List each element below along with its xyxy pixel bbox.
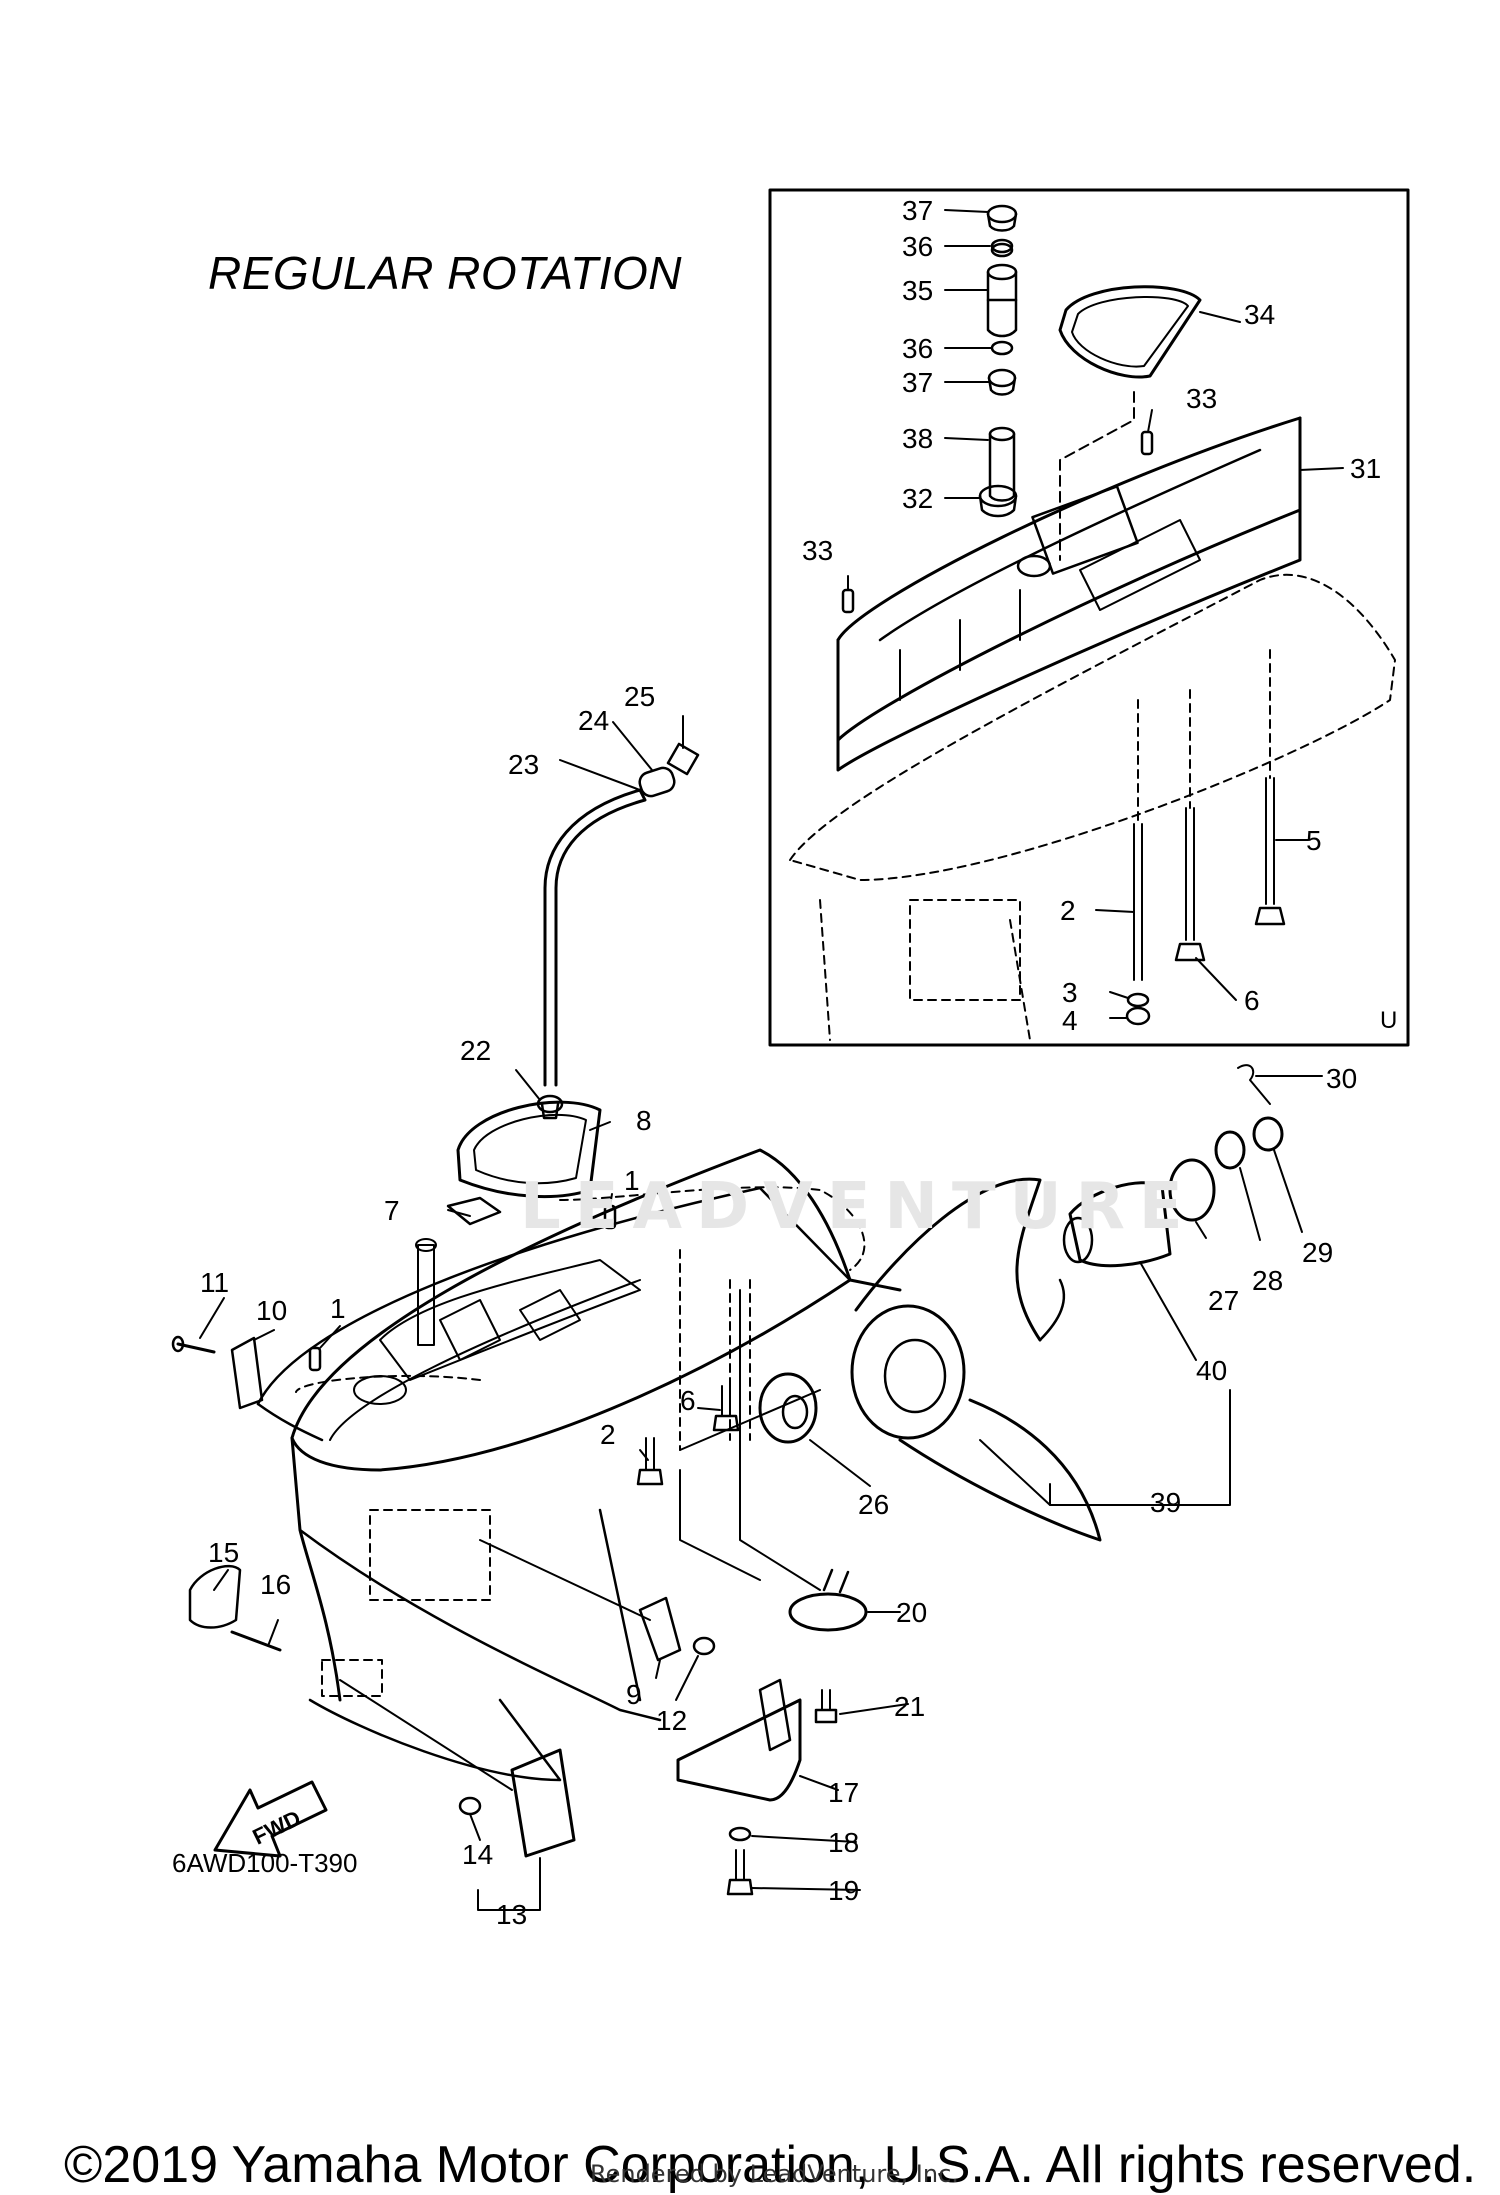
- callout-16: 16: [260, 1569, 291, 1600]
- copyright-notice: ©2019 Yamaha Motor Corporation, U.S.A. A…: [64, 2136, 1477, 2194]
- inset-frame: [768, 188, 1410, 1047]
- callout-11: 11: [200, 1267, 229, 1298]
- callout-12: 12: [656, 1705, 687, 1736]
- callout-labels: 37 36 35 36 37 38 32 33 33 34 31 5 2 6 3…: [200, 195, 1397, 1930]
- fwd-label: FWD: [249, 1805, 305, 1849]
- callout-20: 20: [896, 1597, 927, 1628]
- callout-inset-mark: U: [1380, 1007, 1397, 1034]
- part-7: [446, 1196, 502, 1226]
- callout-37b: 37: [902, 367, 933, 398]
- watermark-text: LEADVENTURE: [520, 1170, 1197, 1244]
- callout-34: 34: [1244, 299, 1275, 330]
- callout-21: 21: [894, 1691, 925, 1722]
- callout-3: 3: [1062, 977, 1078, 1008]
- callout-39: 39: [1150, 1487, 1181, 1518]
- callout-7: 7: [384, 1195, 400, 1226]
- inset-leaders: [847, 209, 1344, 1019]
- tube-parts: [536, 742, 700, 1120]
- callout-13: 13: [496, 1899, 527, 1930]
- callout-36a: 36: [902, 231, 933, 262]
- inset-lower-case-ghost: [789, 573, 1396, 1041]
- callout-36b: 36: [902, 333, 933, 364]
- callout-37a: 37: [902, 195, 933, 226]
- callout-24: 24: [578, 705, 609, 736]
- callout-31: 31: [1350, 453, 1381, 484]
- inset-small-parts: [841, 204, 1286, 1026]
- callout-33b: 33: [802, 535, 833, 566]
- callout-9: 9: [626, 1679, 642, 1710]
- bolts-2-6: [636, 1385, 740, 1486]
- diagram-code: 6AWD100-T390: [172, 1848, 358, 1878]
- callout-6b: 6: [680, 1385, 696, 1416]
- callout-40: 40: [1196, 1355, 1227, 1386]
- gasket-8: [456, 1100, 602, 1199]
- callout-30: 30: [1326, 1063, 1357, 1094]
- rendered-by-credit: Rendered by LeadVenture, Inc.: [590, 2160, 959, 2188]
- callout-1a: 1: [624, 1165, 640, 1196]
- fwd-arrow: [213, 1780, 328, 1858]
- callout-28: 28: [1252, 1265, 1283, 1296]
- callout-19: 19: [828, 1875, 859, 1906]
- callout-14: 14: [462, 1839, 493, 1870]
- callout-35: 35: [902, 275, 933, 306]
- spacer-40: [1062, 1181, 1172, 1268]
- callout-17: 17: [828, 1777, 859, 1808]
- callout-22: 22: [460, 1035, 491, 1066]
- seal-26: [758, 1372, 818, 1444]
- callout-27: 27: [1208, 1285, 1239, 1316]
- skeg-17: [676, 1678, 802, 1896]
- callout-15: 15: [208, 1537, 239, 1568]
- callout-23: 23: [508, 749, 539, 780]
- callout-29: 29: [1302, 1237, 1333, 1268]
- trim-tab-15: [188, 1564, 282, 1652]
- callout-26: 26: [858, 1489, 889, 1520]
- anode-10-bolt-11: [171, 1335, 264, 1410]
- callout-6a: 6: [1244, 985, 1260, 1016]
- prop-nut-set: [1168, 1064, 1284, 1222]
- callout-33a: 33: [1186, 383, 1217, 414]
- callout-18: 18: [828, 1827, 859, 1858]
- callout-8: 8: [636, 1105, 652, 1136]
- callout-2a: 2: [1060, 895, 1076, 926]
- callout-4: 4: [1062, 1005, 1078, 1036]
- pin-1b: [308, 1346, 322, 1372]
- callout-10: 10: [256, 1295, 287, 1326]
- callout-5: 5: [1306, 825, 1322, 856]
- propeller-39: [850, 1177, 1102, 1542]
- callout-1b: 1: [330, 1293, 346, 1324]
- callout-32: 32: [902, 483, 933, 514]
- callout-38: 38: [902, 423, 933, 454]
- main-leaders: [199, 715, 1323, 1911]
- upper-casing-31: [836, 416, 1302, 772]
- diagram-title: REGULAR ROTATION: [208, 247, 682, 299]
- callout-25: 25: [624, 681, 655, 712]
- lower-casing: [256, 1148, 902, 1782]
- anode-9: [638, 1596, 716, 1662]
- callout-2b: 2: [600, 1419, 616, 1450]
- impeller-20: [788, 1568, 868, 1724]
